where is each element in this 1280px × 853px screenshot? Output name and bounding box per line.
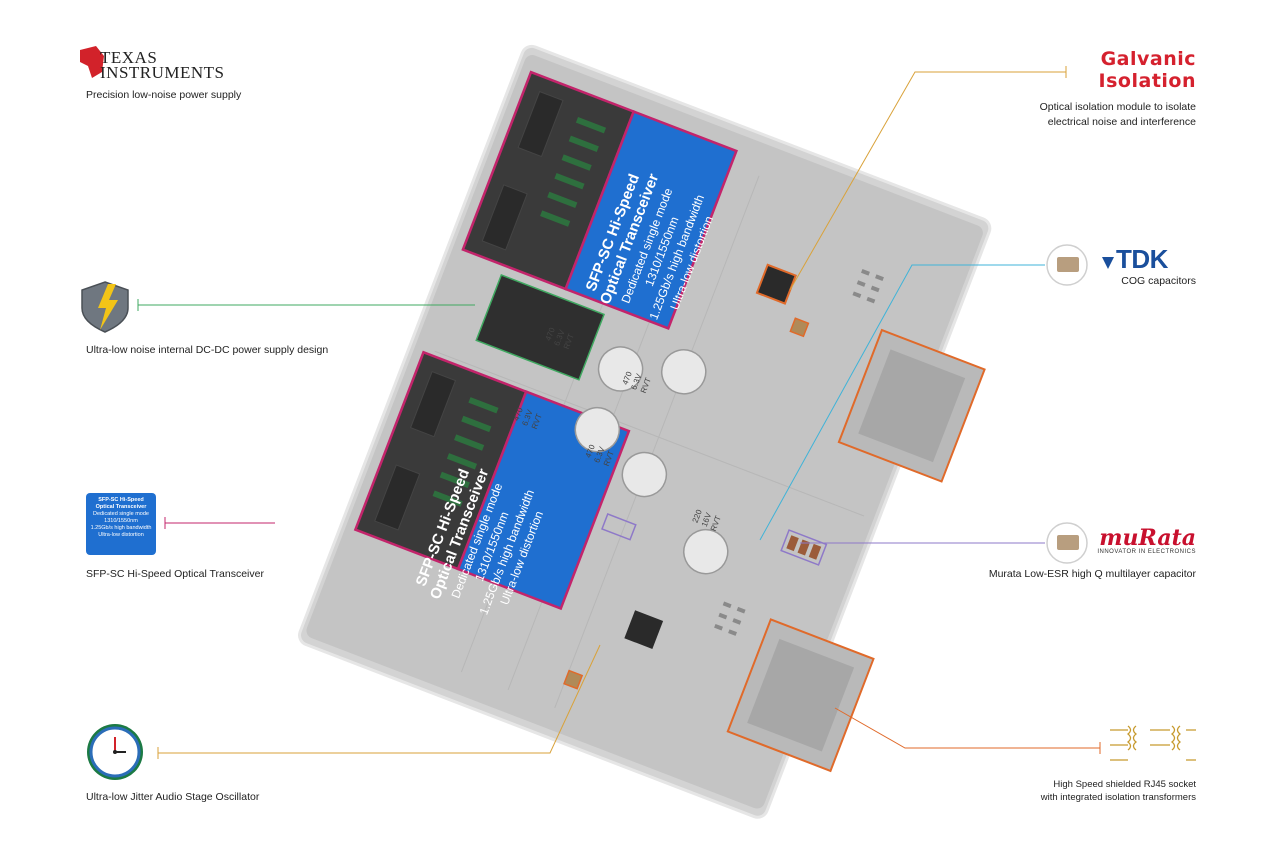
shield-lightning-icon xyxy=(81,281,129,333)
tdk-logo-icon xyxy=(1102,257,1114,269)
rj45-caption: High Speed shielded RJ45 socket with int… xyxy=(1041,778,1196,804)
murata-tagline: INNOVATOR IN ELECTRONICS xyxy=(1097,549,1196,555)
rj45-caption-line2: with integrated isolation transformers xyxy=(1040,792,1196,803)
oscillator-top xyxy=(789,317,810,338)
electrolytic-capacitors xyxy=(574,346,729,575)
murata-logo: muRata INNOVATOR IN ELECTRONICS xyxy=(1097,527,1196,555)
sfp-cage-bottom xyxy=(353,350,528,571)
oscillator-bottom xyxy=(563,669,584,690)
leader-rj45 xyxy=(834,707,1100,749)
osc-caption: Ultra-low Jitter Audio Stage Oscillator xyxy=(86,791,260,803)
mlcc-cluster-2 xyxy=(601,513,637,541)
sfp-label-top xyxy=(563,109,738,331)
leader-tdk xyxy=(759,264,1045,541)
transformer-schematic-icon xyxy=(1110,725,1196,761)
leader-osc xyxy=(158,644,601,754)
sfp-thumb-line5: 1.25Gb/s high bandwidth xyxy=(90,525,152,531)
sfp-thumb-text: SFP-SC Hi-Speed Optical Transceiver Dedi… xyxy=(86,497,156,539)
rj45-socket-top xyxy=(837,328,986,483)
sfp-thumb-line3: Dedicated single mode xyxy=(93,511,149,517)
ti-logo-icon xyxy=(80,46,104,78)
clock-oscillator-icon xyxy=(87,724,143,780)
dcdc-caption: Ultra-low noise internal DC-DC power sup… xyxy=(86,344,329,356)
galvanic-title: Galvanic Isolation xyxy=(1099,48,1196,92)
tdk-caption: COG capacitors xyxy=(1121,275,1196,287)
murata-capacitor-icon xyxy=(1046,522,1088,564)
sfp-thumb-line4: 1310/1550nm xyxy=(104,518,138,524)
tdk-logo-text: TDK xyxy=(1116,244,1168,274)
sfp-thumb-line2: Optical Transceiver xyxy=(95,504,147,510)
leader-galvanic xyxy=(789,71,1066,291)
galvanic-caption-line1: Optical isolation module to isolate xyxy=(1039,101,1196,113)
tdk-capacitor-icon xyxy=(1046,244,1088,286)
sfp-thumb-card xyxy=(86,493,156,555)
ti-caption: Precision low-noise power supply xyxy=(86,89,242,101)
rj45-socket-bottom xyxy=(726,618,875,773)
murata-caption: Murata Low-ESR high Q multilayer capacit… xyxy=(988,568,1196,580)
ti-logo-line1: TEXAS xyxy=(100,48,158,67)
dcdc-module xyxy=(475,274,605,381)
sfp-caption: SFP-SC Hi-Speed Optical Transceiver xyxy=(86,568,264,580)
rj45-caption-line1: High Speed shielded RJ45 socket xyxy=(1053,779,1196,790)
mlcc-cluster xyxy=(780,529,828,566)
sfp-thumb-line1: SFP-SC Hi-Speed xyxy=(98,497,144,503)
ti-logo-text: TEXAS INSTRUMENTS xyxy=(100,48,225,82)
galvanic-caption: Optical isolation module to isolate elec… xyxy=(1040,100,1196,130)
galvanic-caption-line2: electrical noise and interference xyxy=(1047,116,1196,128)
isolator-ic-bottom xyxy=(624,610,664,649)
murata-logo-text: muRata xyxy=(1099,525,1196,551)
sfp-thumb-line6: Ultra-low distortion xyxy=(98,532,144,538)
galvanic-line2: Isolation xyxy=(1098,70,1196,92)
galvanic-line1: Galvanic xyxy=(1100,48,1196,70)
ti-logo-line2: INSTRUMENTS xyxy=(100,63,225,82)
